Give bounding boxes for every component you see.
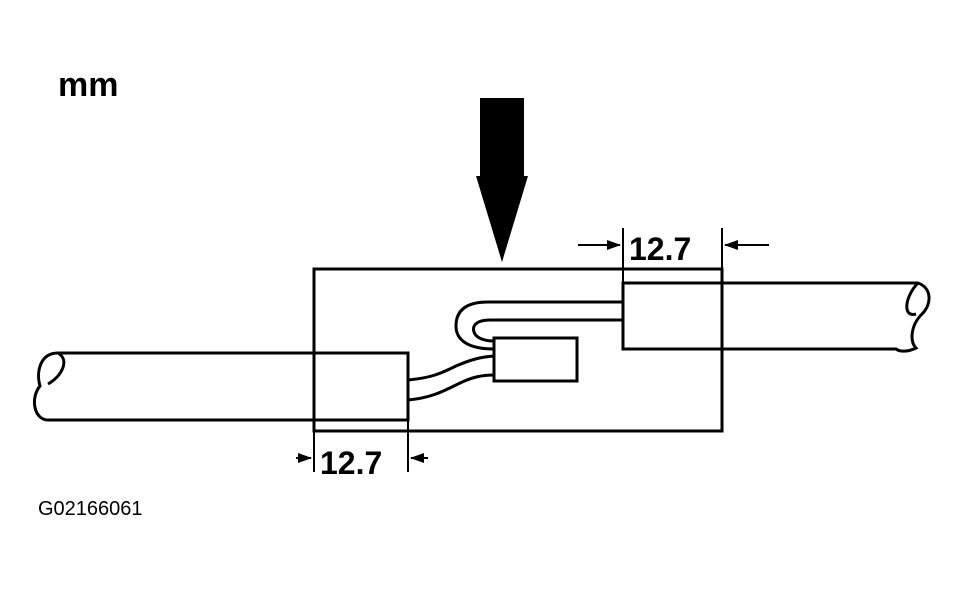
right-wire-insulation-end (621, 281, 724, 351)
left-strand (407, 354, 495, 382)
left-dimension-label: 12.7 (320, 445, 382, 481)
units-label: mm (58, 66, 118, 104)
right-strand-outer (454, 300, 623, 351)
right-dimension-label: 12.7 (629, 231, 691, 267)
right-strand-inner (472, 318, 623, 343)
crimp-connector (492, 336, 579, 383)
figure-id: G02166061 (38, 498, 143, 520)
left-dim-arrow-left-icon (298, 453, 312, 463)
right-dim-arrow-right-icon (724, 240, 738, 250)
left-wire-insulation-end (312, 351, 410, 422)
down-arrow-icon-head (476, 176, 528, 262)
left-wire-end (47, 351, 66, 386)
left-dim-arrow-right-icon (410, 453, 424, 463)
left-strand-lower (407, 373, 495, 402)
right-dim-arrow-left-icon (607, 240, 621, 250)
right-wire-end (905, 281, 920, 316)
